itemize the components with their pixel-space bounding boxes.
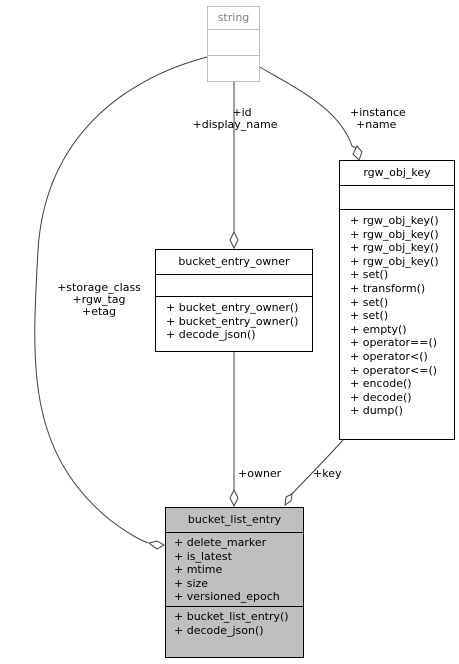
method-item: + operator<=()	[350, 363, 438, 377]
method-item: + bucket_list_entry()	[174, 609, 289, 623]
label-line: +key	[313, 467, 342, 480]
attribute-item: + size	[174, 576, 209, 590]
label-line: +display_name	[192, 118, 278, 131]
class-string[interactable]: string	[207, 6, 260, 82]
edge-label-owner: +owner	[238, 468, 281, 480]
attribute-item: + versioned_epoch	[174, 590, 280, 604]
class-title: bucket_entry_owner	[178, 255, 290, 268]
edge-string-to-entry	[34, 56, 208, 544]
diamond-entry-top	[229, 488, 239, 508]
method-item: + transform()	[350, 281, 426, 295]
class-title: bucket_list_entry	[187, 513, 282, 526]
label-line: +id	[232, 106, 252, 119]
diamond-entry-key	[284, 493, 293, 507]
label-line: +owner	[238, 467, 282, 480]
method-item: + set()	[350, 268, 389, 282]
method-item: + set()	[350, 309, 389, 323]
attribute-item: + delete_marker	[174, 536, 267, 549]
attributes-section	[208, 29, 259, 55]
label-line: +rgw_tag	[72, 293, 126, 306]
label-line: +etag	[81, 305, 117, 318]
method-item: + encode()	[350, 377, 412, 391]
diamond-objkey-top	[352, 145, 363, 161]
attribute-item: + mtime	[174, 563, 223, 577]
class-title: string	[217, 11, 250, 24]
method-item: + decode()	[350, 390, 412, 404]
method-item: + rgw_obj_key()	[350, 214, 439, 227]
method-item: + dump()	[350, 404, 403, 418]
class-bucket-list-entry[interactable]: bucket_list_entry + delete_marker + is_l…	[165, 507, 304, 658]
label-line: +instance	[350, 106, 406, 119]
method-item: + rgw_obj_key()	[350, 227, 439, 241]
edge-objkey-to-entry	[291, 439, 344, 495]
methods-section: + bucket_list_entry() + decode_json()	[166, 605, 303, 639]
edge-label-instance-name: +instance +name	[350, 107, 406, 131]
methods-section: + bucket_entry_owner() + bucket_entry_ow…	[156, 296, 312, 344]
method-item: + set()	[350, 295, 389, 309]
diamond-entry-left	[147, 540, 166, 550]
attributes-section	[156, 274, 312, 296]
method-item: + operator<()	[350, 349, 428, 363]
method-item: + rgw_obj_key()	[350, 254, 439, 268]
attributes-section	[340, 185, 454, 209]
diamond-owner-top	[229, 230, 239, 250]
class-title: rgw_obj_key	[363, 166, 431, 179]
label-line: +storage_class	[57, 281, 141, 294]
attributes-section: + delete_marker + is_latest + mtime + si…	[166, 532, 303, 606]
attribute-item: + is_latest	[174, 549, 232, 563]
method-item: + decode_json()	[174, 623, 264, 637]
method-item: + bucket_entry_owner()	[166, 301, 299, 314]
methods-section: + rgw_obj_key() + rgw_obj_key() + rgw_ob…	[340, 209, 454, 420]
class-rgw-obj-key[interactable]: rgw_obj_key + rgw_obj_key() + rgw_obj_ke…	[339, 160, 455, 440]
edge-label-id-display-name: +id +display_name	[190, 107, 280, 131]
label-line: +name	[356, 118, 397, 131]
class-bucket-entry-owner[interactable]: bucket_entry_owner + bucket_entry_owner(…	[155, 249, 313, 352]
edge-label-storage-class: +storage_class +rgw_tag +etag	[53, 282, 145, 318]
edge-label-key: +key	[313, 468, 341, 480]
method-item: + operator==()	[350, 336, 438, 350]
method-item: + rgw_obj_key()	[350, 241, 439, 255]
methods-section	[208, 55, 259, 81]
method-item: + decode_json()	[166, 328, 256, 342]
method-item: + bucket_entry_owner()	[166, 314, 299, 328]
method-item: + empty()	[350, 322, 407, 336]
edge-string-to-objkey	[257, 65, 357, 149]
